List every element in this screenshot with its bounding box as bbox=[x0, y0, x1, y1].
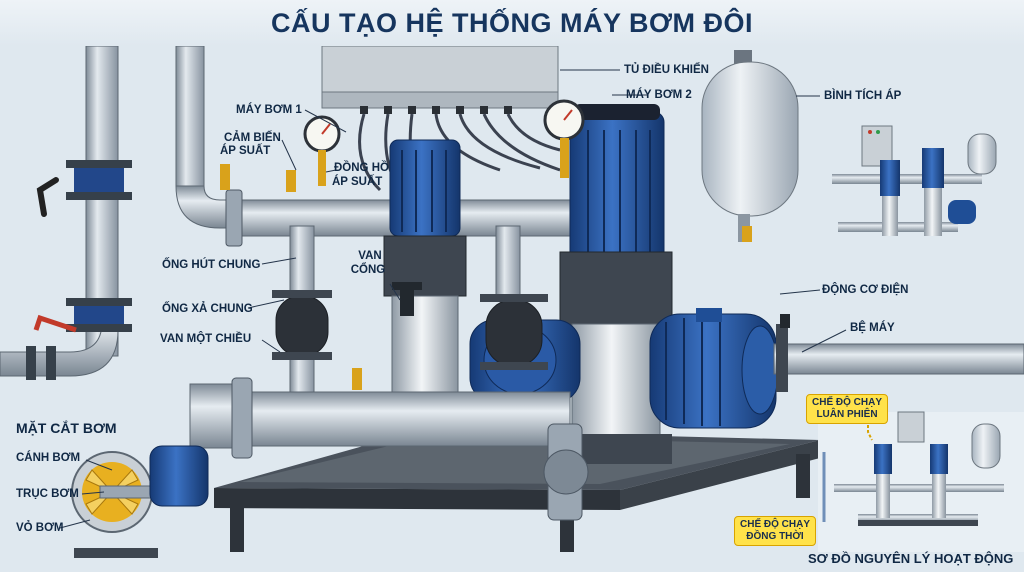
operation-diagram-inset bbox=[818, 411, 1024, 552]
operation-diagram-title: SƠ ĐỒ NGUYÊN LÝ HOẠT ĐỘNG bbox=[808, 551, 1014, 566]
brass-fitting bbox=[352, 368, 362, 390]
label-pressure-sensor-line2: ÁP SUẤT bbox=[220, 145, 271, 157]
callout-alternate-line1: CHẾ ĐỘ CHẠY bbox=[812, 397, 883, 408]
pressure-gauge-left bbox=[286, 115, 341, 192]
label-pressure-gauge-line1: ĐỒNG HỒ bbox=[334, 162, 389, 174]
label-control-cabinet: TỦ ĐIỀU KHIỂN bbox=[624, 64, 709, 76]
pressure-tank bbox=[701, 50, 799, 242]
base-frame bbox=[214, 430, 820, 552]
label-check-valve: VAN MỘT CHIỀU bbox=[160, 333, 252, 345]
label-impeller: CÁNH BƠM bbox=[16, 452, 81, 464]
label-common-suction: ỐNG HÚT CHUNG bbox=[162, 259, 261, 271]
label-pump-2: MÁY BƠM 2 bbox=[626, 89, 692, 101]
page-title: CẤU TẠO HỆ THỐNG MÁY BƠM ĐÔI bbox=[270, 7, 754, 38]
left-riser-pipe bbox=[0, 45, 132, 380]
pump-section-inset bbox=[71, 445, 209, 558]
callout-simultaneous-line1: CHẾ ĐỘ CHẠY bbox=[740, 519, 811, 530]
label-base-frame: BỆ MÁY bbox=[850, 322, 895, 334]
right-outlet-pipe bbox=[773, 314, 1024, 392]
label-gate-valve-line2: CỔNG bbox=[350, 264, 386, 276]
label-shaft: TRỤC BƠM bbox=[16, 488, 79, 500]
leader-lines bbox=[59, 69, 847, 529]
label-pressure-sensor-line1: CẢM BIẾN bbox=[224, 132, 281, 144]
callout-simultaneous-line2: ĐỒNG THỜI bbox=[746, 531, 804, 542]
check-valve-right bbox=[480, 294, 548, 370]
label-pump-1: MÁY BƠM 1 bbox=[236, 104, 302, 116]
callout-alternate-line2: LUÂN PHIÊN bbox=[816, 409, 878, 420]
pump-1 bbox=[383, 139, 468, 418]
electric-motor-right bbox=[649, 308, 779, 429]
mini-system-top bbox=[832, 125, 997, 236]
label-electric-motor: ĐỘNG CƠ ĐIỆN bbox=[822, 284, 909, 296]
label-common-discharge: ỐNG XẢ CHUNG bbox=[162, 303, 253, 315]
check-valve-left bbox=[272, 290, 332, 360]
pressure-sensor bbox=[220, 164, 230, 190]
pressure-gauge-right bbox=[543, 99, 585, 178]
label-casing: VỎ BƠM bbox=[16, 522, 64, 534]
label-pressure-tank: BÌNH TÍCH ÁP bbox=[824, 90, 902, 102]
callout-alternate-mode: CHẾ ĐỘ CHẠY LUÂN PHIÊN bbox=[806, 394, 889, 424]
callout-simultaneous-mode: CHẾ ĐỘ CHẠY ĐỒNG THỜI bbox=[734, 516, 817, 546]
label-gate-valve-line1: VAN bbox=[358, 250, 382, 262]
pump-section-title: MẶT CẮT BƠM bbox=[16, 420, 117, 436]
gate-valve bbox=[392, 282, 422, 316]
label-pressure-gauge-line2: ÁP SUẤT bbox=[332, 176, 383, 188]
pump-2 bbox=[559, 104, 673, 464]
title-bar: CẤU TẠO HỆ THỐNG MÁY BƠM ĐÔI bbox=[0, 0, 1024, 46]
discharge-header bbox=[189, 377, 589, 521]
control-cabinet bbox=[321, 45, 561, 192]
